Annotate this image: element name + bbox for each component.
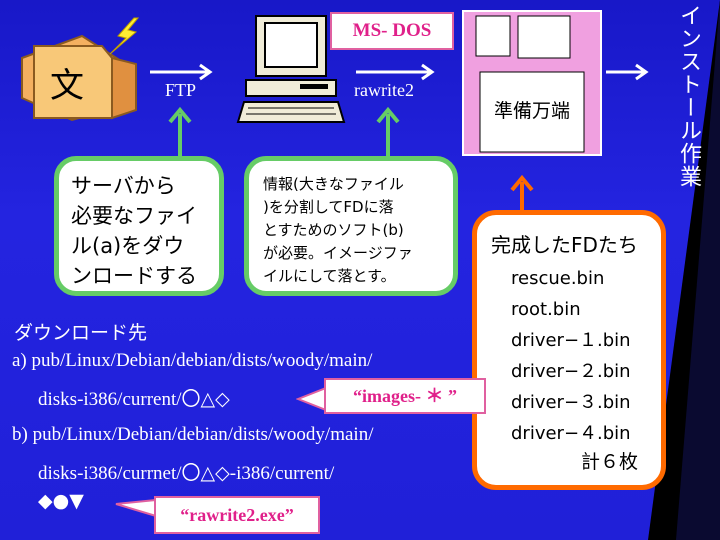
- lightning-icon: [109, 17, 140, 55]
- path-b-line1: b) pub/Linux/Debian/debian/dists/woody/m…: [12, 424, 374, 445]
- arrow-to-install: [606, 63, 649, 81]
- corner-decoration: [648, 0, 720, 540]
- bubble-line: 必要なファイ: [71, 204, 197, 228]
- bubble-line: が必要。イメージファ: [263, 244, 413, 262]
- path-b-line3: ◆●▼: [38, 490, 84, 512]
- arrow-to-computer: [150, 63, 213, 81]
- bubble-line: ル(a)をダウ: [71, 234, 185, 258]
- fd-item: rescue.bin: [511, 268, 605, 289]
- computer-icon: [236, 14, 346, 126]
- prep-label: 準備万端: [493, 100, 570, 122]
- rawrite2-label: rawrite2: [354, 80, 414, 100]
- fd-total: 計６枚: [581, 451, 639, 473]
- fd-item: driver−３.bin: [511, 392, 631, 413]
- rawrite-callout: “rawrite2.exe”: [154, 496, 320, 534]
- images-callout: “images- ＊ ”: [324, 378, 486, 414]
- path-a-line1: a) pub/Linux/Debian/debian/dists/woody/m…: [12, 350, 373, 371]
- path-a-line2: disks-i386/current/〇△◇: [38, 389, 230, 410]
- green-arrow-middle: [376, 106, 400, 158]
- folder-document-icon: 文: [12, 18, 142, 128]
- bubble-line: ンロードする: [71, 264, 197, 288]
- fd-item: root.bin: [511, 299, 581, 320]
- install-work-label: インストール作業: [676, 4, 701, 188]
- arrow-to-floppy: [356, 63, 435, 81]
- orange-arrow: [510, 174, 534, 212]
- fd-title: 完成したFDたち: [491, 233, 638, 257]
- fd-item: driver−１.bin: [511, 330, 631, 351]
- msdos-label: MS- DOS: [330, 12, 454, 50]
- green-arrow-left: [168, 106, 192, 158]
- bubble-line: イルにして落とす。: [263, 267, 396, 285]
- floppy-disk-icon: 準備万端: [462, 10, 602, 156]
- download-bubble: サーバから 必要なファイ ル(a)をダウ ンロードする: [54, 156, 224, 296]
- download-heading: ダウンロード先: [14, 322, 148, 344]
- ftp-label: FTP: [165, 80, 197, 100]
- document-char: 文: [50, 66, 84, 106]
- path-b-line2: disks-i386/currnet/〇△◇-i386/current/: [38, 463, 335, 484]
- bubble-line: )を分割してFDに落: [263, 198, 394, 216]
- fd-item: driver−４.bin: [511, 423, 631, 444]
- install-label-area: インストール作業: [664, 0, 714, 230]
- fd-item: driver−２.bin: [511, 361, 631, 382]
- callout-pointer-rawrite: [115, 498, 157, 518]
- bubble-line: サーバから: [71, 174, 176, 198]
- bubble-line: 情報(大きなファイル: [263, 175, 404, 193]
- fd-list-box: 完成したFDたち rescue.bin root.bin driver−１.bi…: [472, 210, 666, 490]
- info-bubble: 情報(大きなファイル )を分割してFDに落 とすためのソフト(b) が必要。イメ…: [244, 156, 458, 296]
- bubble-line: とすためのソフト(b): [263, 221, 404, 239]
